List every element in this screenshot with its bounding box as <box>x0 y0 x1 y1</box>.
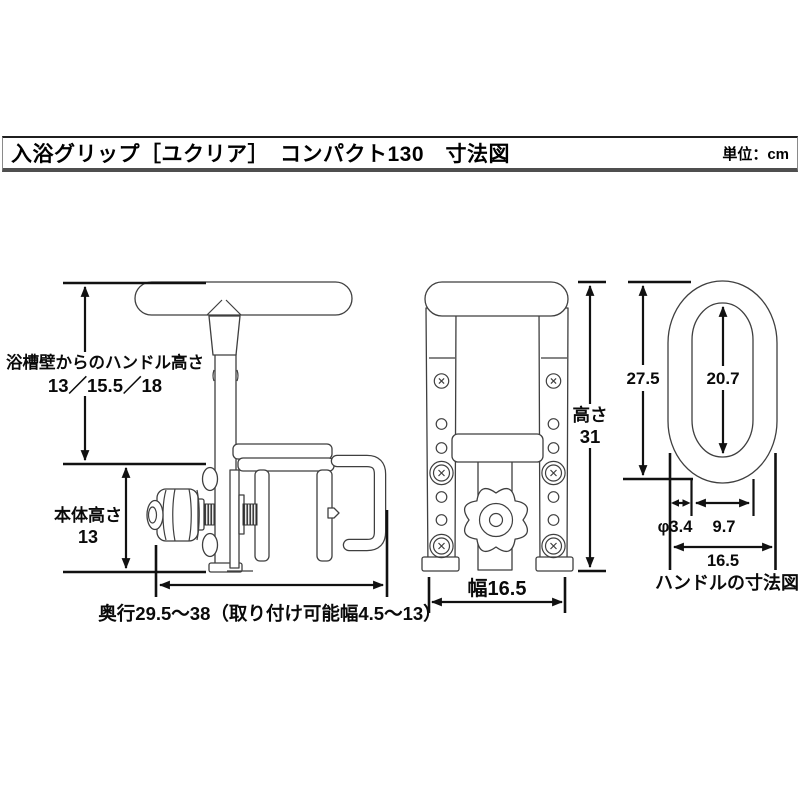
handle-section-dimensions: 27.5 20.7 φ3.4 9.7 16.5 ハンドル <box>622 280 799 593</box>
front-star-knob <box>463 487 529 553</box>
height-label-bg <box>572 404 609 448</box>
handle-height-label: 浴槽壁からのハンドル高さ <box>6 352 204 372</box>
clamp-tab-top <box>201 466 219 492</box>
clamp-top-lip <box>237 457 335 472</box>
width-label: 幅16.5 <box>468 577 527 600</box>
handle-height-label-bg <box>10 352 200 396</box>
inner-width-label: 9.7 <box>713 518 736 536</box>
body-height-label: 本体高さ <box>54 505 122 525</box>
handle-height-values: 13／15.5／18 <box>48 375 162 396</box>
front-view-dimensions: 幅16.5 高さ 31 <box>427 280 609 613</box>
front-foot-left <box>421 556 460 572</box>
tube-diameter-label: φ3.4 <box>658 518 694 536</box>
tube-diameter-dimension <box>671 499 691 507</box>
handle-section-caption: ハンドルの寸法図 <box>655 572 799 593</box>
diagram-header: 入浴グリップ［ユクリア］ コンパクト130 寸法図 単位：cm <box>2 136 798 172</box>
front-view-drawing: 幅16.5 高さ 31 <box>421 280 609 613</box>
clamp-hook-fill <box>332 456 385 550</box>
front-bracket-plate <box>451 433 544 463</box>
front-handle-bar <box>424 281 569 317</box>
front-screws-right-leg <box>541 373 566 559</box>
height-value: 31 <box>580 426 601 447</box>
side-view-dimensions: 浴槽壁からのハンドル高さ 13／15.5／18 本体高さ 13 奥行29.5～3… <box>6 281 442 624</box>
outer-height-label: 27.5 <box>626 369 659 388</box>
knob-end-cap <box>146 499 164 531</box>
front-star-knob-ring <box>478 502 514 538</box>
inner-height-label: 20.7 <box>706 369 739 388</box>
front-view-product-outline <box>421 281 574 572</box>
side-handle-joint-lines <box>206 299 242 316</box>
clamp-latch-pin <box>327 507 340 519</box>
front-star-knob-hole <box>488 512 504 528</box>
handle-section-drawing: 27.5 20.7 φ3.4 9.7 16.5 ハンドル <box>622 280 799 593</box>
clamp-front-plate <box>229 469 240 569</box>
clamp-tab-bottom <box>201 532 219 558</box>
height-label: 高さ <box>573 405 608 425</box>
clamp-hook-outline <box>330 454 387 552</box>
outer-height-label-bg <box>622 365 664 391</box>
side-handle-bar <box>134 281 353 316</box>
unit-label: 単位：cm <box>722 145 789 163</box>
body-height-value: 13 <box>78 527 98 547</box>
side-handle-neck <box>208 315 241 356</box>
outer-width-label: 16.5 <box>707 552 739 570</box>
knob-end-detail <box>147 506 158 524</box>
inner-height-label-bg <box>703 366 743 390</box>
front-screws-left-leg <box>429 373 454 559</box>
side-stem-marks <box>212 369 239 382</box>
depth-label: 奥行29.5～38（取り付け可能幅4.5～13） <box>98 603 441 624</box>
side-view-product-outline <box>134 281 387 573</box>
screw-thread-right <box>242 503 258 526</box>
front-foot-right <box>535 556 574 572</box>
side-view-drawing: 浴槽壁からのハンドル高さ 13／15.5／18 本体高さ 13 奥行29.5～3… <box>6 281 442 624</box>
diagram-title: 入浴グリップ［ユクリア］ コンパクト130 寸法図 <box>11 143 511 166</box>
clamp-top-plate <box>232 443 333 460</box>
